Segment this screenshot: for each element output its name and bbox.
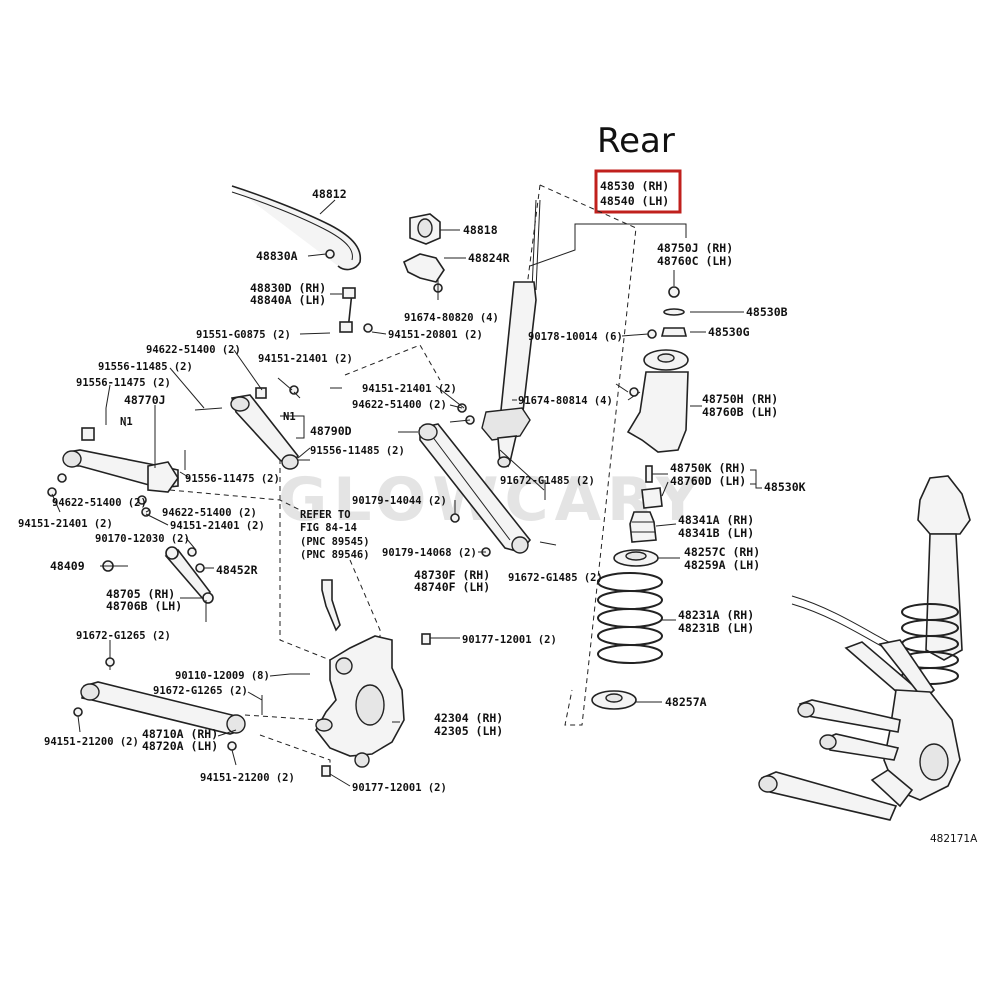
label-94151-21200-a: 94151-21200 (2) [44,736,139,748]
label-94151-21401-d: 94151-21401 (2) [362,383,457,395]
strut-dash-outline [539,184,637,726]
cushion-48530g [660,327,688,337]
label-90179-14068: 90179-14068 (2) [382,547,477,559]
abs-sensor [321,579,341,632]
label-48257a: 48257A [665,695,707,709]
label-48341b: 48341B (LH) [678,526,754,540]
label-48812: 48812 [312,187,347,201]
label-48740f: 48740F (LH) [414,580,490,594]
label-91672-g1485-a: 91672-G1485 (2) [500,475,595,487]
label-91556-11485-a: 91556-11485 (2) [98,361,193,373]
label-91672-g1265-a: 91672-G1265 (2) [76,630,171,642]
label-48530g: 48530G [708,325,750,339]
label-48770j: 48770J [124,393,166,407]
refer-note-line4: (PNC 89546) [300,549,370,561]
label-48750k: 48750K (RH) [670,461,746,475]
label-48452r: 48452R [216,563,258,577]
refer-note-line1: REFER TO [300,509,351,521]
lower-dash-2 [259,734,331,775]
part-labels: 48530 (RH) 48540 (LH) 48812 48818 48830A… [18,179,978,845]
label-91556-11475-b: 91556-11475 (2) [185,473,280,485]
label-94622-51400-b: 94622-51400 (2) [52,497,147,509]
stabilizer-bracket [402,253,445,283]
label-48760b: 48760B (LH) [702,405,778,419]
label-90170-12030: 90170-12030 (2) [95,533,190,545]
washer-48530b [663,308,685,316]
label-42305: 42305 (LH) [434,724,503,738]
nut-94151-20801 [363,323,373,333]
label-48409: 48409 [50,559,85,573]
label-94622-51400-c: 94622-51400 (2) [162,507,257,519]
label-48705: 48705 (RH) [106,587,175,601]
refer-note-line2: FIG 84-14 [300,522,357,534]
label-48530k: 48530K [764,480,806,494]
arm-dash [169,489,301,511]
highlight-box [594,169,682,214]
label-48790d: 48790D [310,424,352,438]
label-highlight-rh: 48530 (RH) [600,179,669,193]
stabilizer-bar [231,185,362,271]
label-48530b: 48530B [746,305,788,319]
nut-48830a [325,249,335,259]
label-48720a: 48720A (LH) [142,739,218,753]
label-91672-g1485-b: 91672-G1485 (2) [508,572,603,584]
label-48710a: 48710A (RH) [142,727,218,741]
label-48830a: 48830A [256,249,298,263]
label-highlight-lh: 48540 (LH) [600,194,669,208]
label-48730f: 48730F (RH) [414,568,490,582]
label-91674-80820: 91674-80820 (4) [404,312,499,324]
label-48341a: 48341A (RH) [678,513,754,527]
label-48257c: 48257C (RH) [684,545,760,559]
label-n1-b: N1 [283,411,296,423]
label-91672-g1265-b: 91672-G1265 (2) [153,685,248,697]
shock-body [499,281,537,421]
label-94151-21200-b: 94151-21200 (2) [200,772,295,784]
label-90178-10014: 90178-10014 (6) [528,331,623,343]
label-48824r: 48824R [468,251,510,265]
knuckle-dash-left [279,450,331,661]
label-94622-51400-d: 94622-51400 (2) [352,399,447,411]
label-90177-12001-b: 90177-12001 (2) [352,782,447,794]
nut-48750j [668,286,680,298]
label-48830d: 48830D (RH) [250,281,326,295]
assembled-view [758,475,971,821]
label-48231b: 48231B (LH) [678,621,754,635]
label-42304: 42304 (RH) [434,711,503,725]
spacer-48750k [645,465,653,483]
label-48760c: 48760C (LH) [657,254,733,268]
label-48818: 48818 [463,223,498,237]
label-90179-14044: 90179-14044 (2) [352,495,447,507]
label-48706b: 48706B (LH) [106,599,182,613]
label-94622-51400-a: 94622-51400 (2) [146,344,241,356]
page-title: Rear [597,121,675,161]
label-48750h: 48750H (RH) [702,392,778,406]
label-91551-g0875: 91551-G0875 (2) [196,329,291,341]
label-94151-21401-a: 94151-21401 (2) [258,353,353,365]
bump-stop [629,511,657,543]
label-48231a: 48231A (RH) [678,608,754,622]
figure-code: 482171A [930,833,978,845]
leader-lines [51,199,762,787]
label-48259a: 48259A (LH) [684,558,760,572]
label-94151-21401-c: 94151-21401 (2) [170,520,265,532]
label-48750j: 48750J (RH) [657,241,733,255]
label-94151-21401-b: 94151-21401 (2) [18,518,113,530]
label-48840a: 48840A (LH) [250,293,326,307]
label-n1-a: N1 [120,416,133,428]
coil-spring [597,572,663,664]
label-94151-20801: 94151-20801 (2) [388,329,483,341]
label-91556-11475-a: 91556-11475 (2) [76,377,171,389]
label-90177-12001-a: 90177-12001 (2) [462,634,557,646]
label-91674-80814: 91674-80814 (4) [518,395,613,407]
label-90110-12009: 90110-12009 (8) [175,670,270,682]
shock-rod [531,199,537,291]
label-48760d: 48760D (LH) [670,474,746,488]
refer-note-line3: (PNC 89545) [300,536,370,548]
link-dash [344,344,441,381]
label-91556-11485-b: 91556-11485 (2) [310,445,405,457]
